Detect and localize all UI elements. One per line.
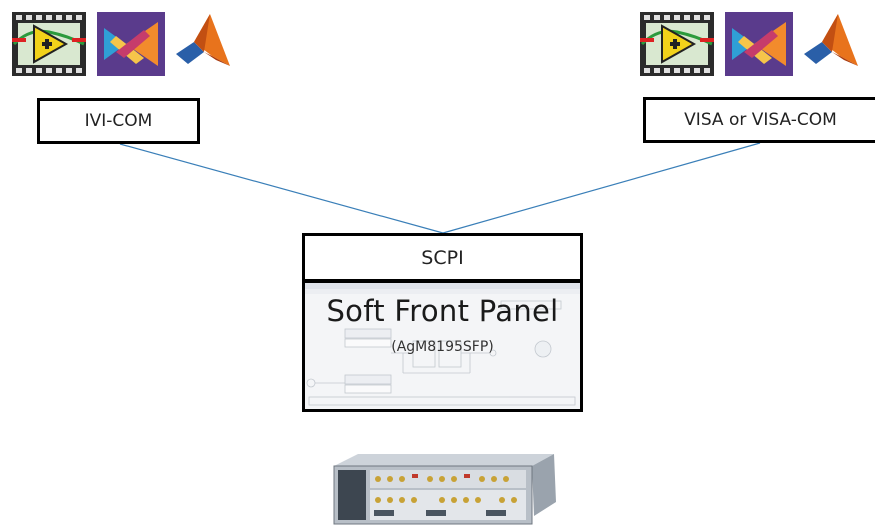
visa-to-scpi-line [442, 142, 761, 234]
visa-box: VISA or VISA-COM [643, 97, 875, 143]
soft-front-panel-box: Soft Front Panel (AgM8195SFP) [302, 280, 583, 412]
ivi-com-label: IVI-COM [84, 111, 153, 131]
ivi-to-scpi-line [119, 143, 444, 234]
labview-icon [12, 12, 86, 76]
labview-icon [640, 12, 714, 76]
sfp-subtitle: (AgM8195SFP) [391, 339, 494, 355]
scpi-label: SCPI [421, 246, 464, 269]
ivi-com-box: IVI-COM [37, 98, 200, 144]
sfp-title: Soft Front Panel [326, 294, 559, 328]
left-icon-group [10, 8, 232, 80]
matlab-icon [804, 14, 858, 66]
matlab-icon [176, 14, 230, 66]
visual-studio-icon [97, 12, 165, 76]
scpi-box: SCPI [302, 233, 583, 282]
awg-instrument-icon [333, 454, 556, 525]
right-icon-group [638, 8, 860, 80]
visual-studio-icon [725, 12, 793, 76]
visa-label: VISA or VISA-COM [684, 110, 837, 130]
sfp-screenshot-image [305, 283, 580, 409]
